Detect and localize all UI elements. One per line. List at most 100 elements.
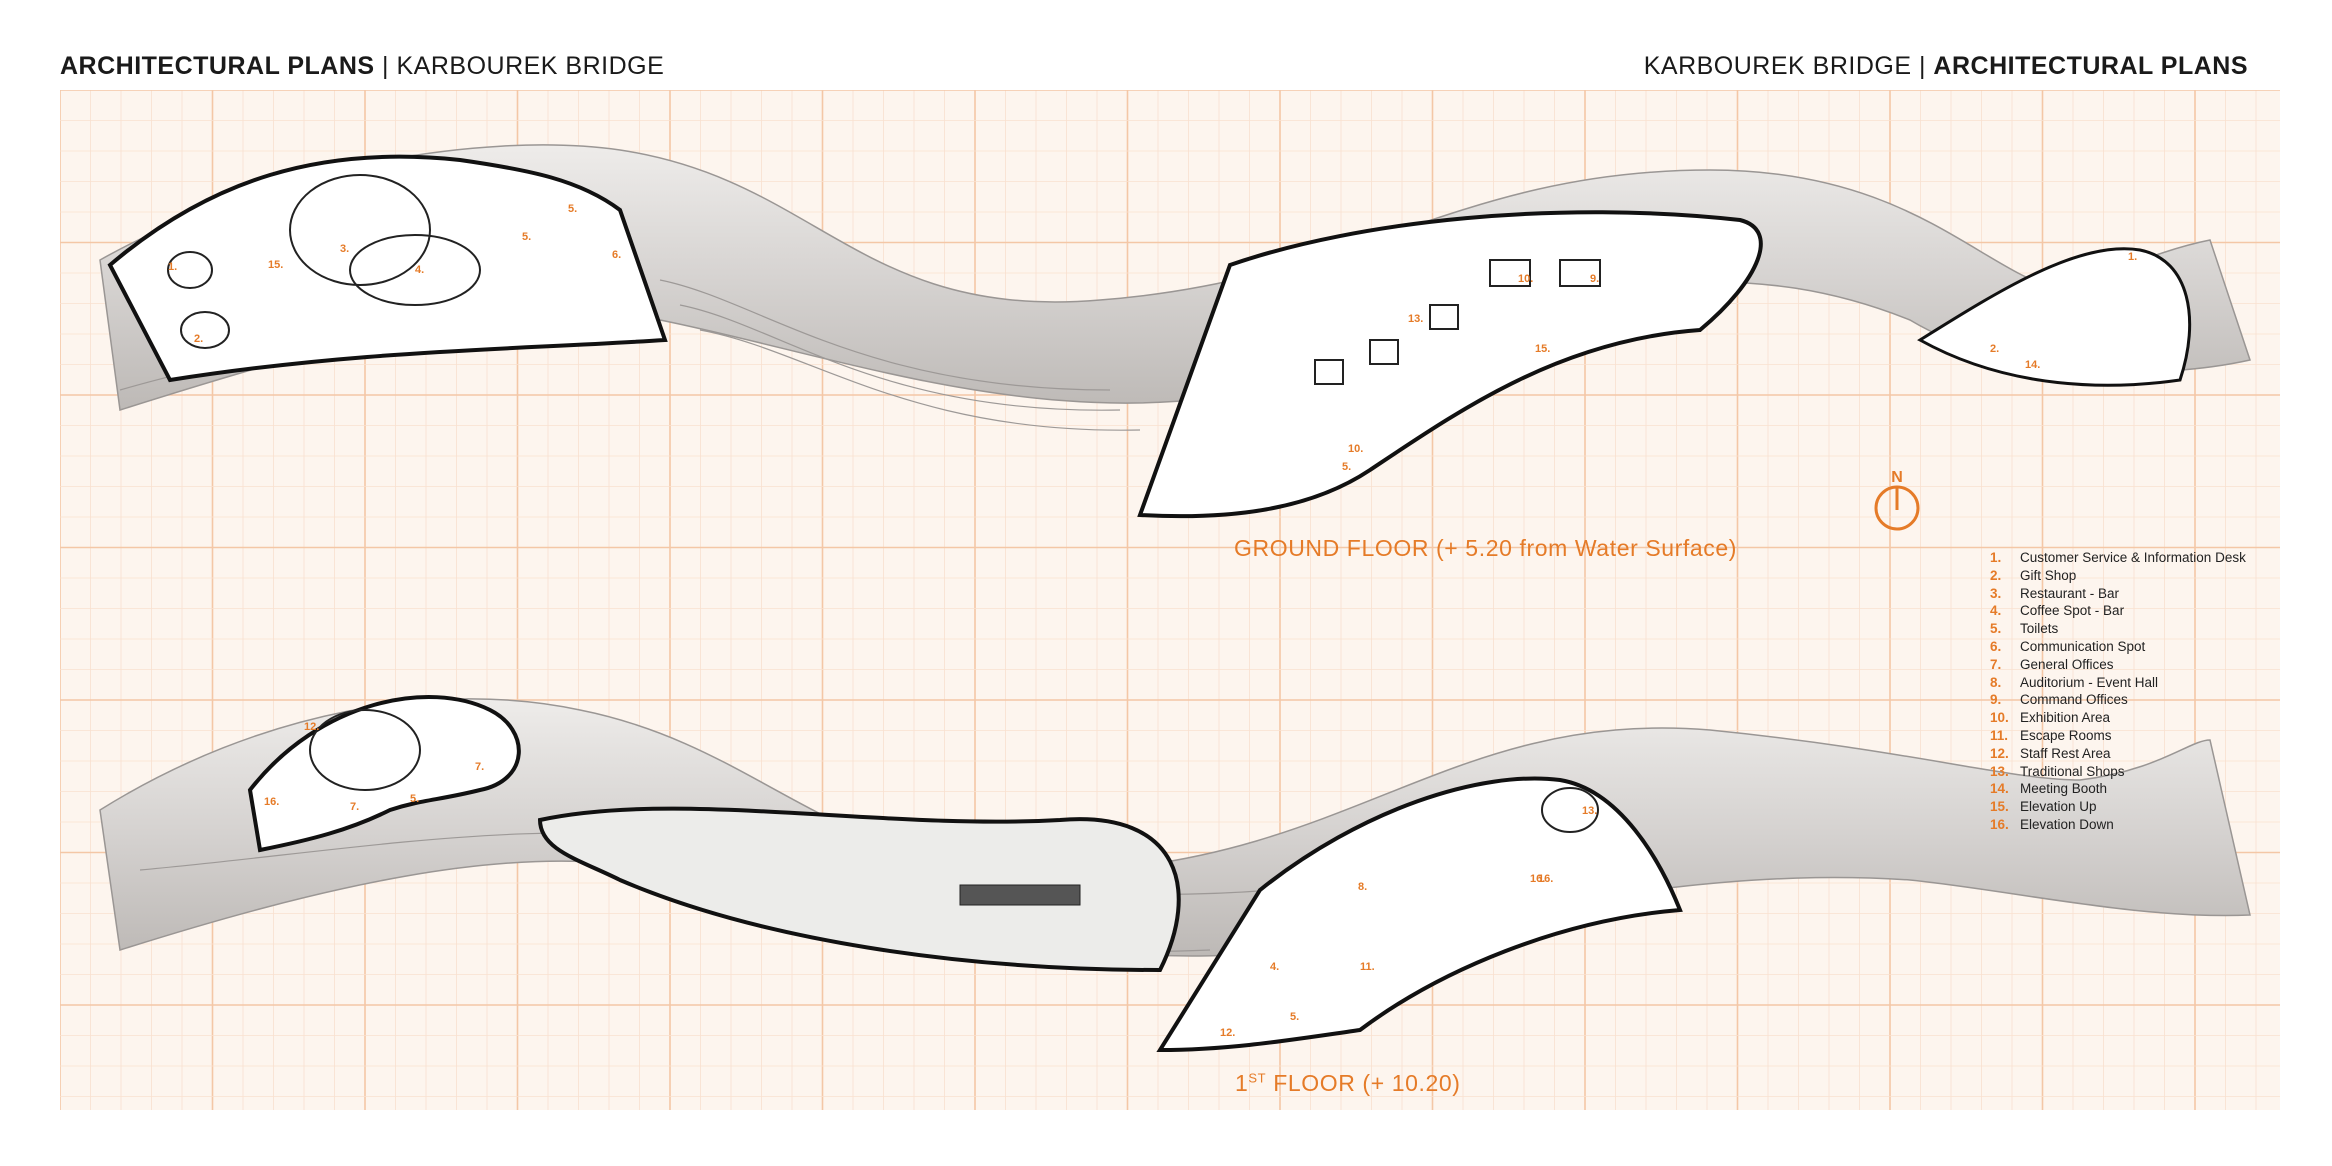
legend-label: Restaurant - Bar bbox=[2020, 585, 2120, 601]
north-arrow: N bbox=[1874, 469, 1920, 531]
ground-shop-box-2 bbox=[1369, 339, 1399, 365]
ground-exhibition-box bbox=[1489, 259, 1531, 287]
ground-shop-box-1 bbox=[1429, 304, 1459, 330]
ground-shop-pod bbox=[180, 311, 230, 349]
room-tag-ground: 10. bbox=[1348, 443, 1363, 455]
room-tag-ground: 14. bbox=[2025, 359, 2040, 371]
legend-item: 9. Command Offices bbox=[1990, 691, 2246, 709]
legend-label: Coffee Spot - Bar bbox=[2020, 603, 2125, 619]
legend-number: 6. bbox=[1990, 638, 2002, 654]
drawing-sheet: 1.15.2.3.4.5.5.6.10.9.13.15.5.10.1.2.14.… bbox=[60, 90, 2280, 1110]
room-tag-first: 12. bbox=[1220, 1027, 1235, 1039]
legend-label: Escape Rooms bbox=[2020, 727, 2112, 743]
first-floor-title-num: 1 bbox=[1235, 1070, 1249, 1096]
header-left: ARCHITECTURAL PLANS | KARBOUREK BRIDGE bbox=[60, 52, 664, 81]
room-tag-first: 7. bbox=[475, 761, 484, 773]
legend-item: 3.Restaurant - Bar bbox=[1990, 585, 2246, 603]
legend-item: 12. Staff Rest Area bbox=[1990, 745, 2246, 763]
room-tag-ground: 6. bbox=[612, 249, 621, 261]
ground-shop-box-3 bbox=[1314, 359, 1344, 385]
legend-number: 12. bbox=[1990, 745, 2009, 761]
legend-item: 16. Elevation Down bbox=[1990, 816, 2246, 834]
header-left-separator: | bbox=[382, 52, 390, 80]
legend-number: 7. bbox=[1990, 656, 2002, 672]
legend-label: Elevation Down bbox=[2020, 816, 2114, 832]
ground-desk-pod bbox=[167, 251, 213, 289]
legend-label: Gift Shop bbox=[2020, 567, 2077, 583]
legend-number: 15. bbox=[1990, 799, 2009, 815]
ground-floor-title: GROUND FLOOR (+ 5.20 from Water Surface) bbox=[1234, 535, 1738, 561]
room-tag-ground: 2. bbox=[194, 333, 203, 345]
first-west-deck bbox=[247, 695, 521, 853]
first-auditorium-seating bbox=[959, 884, 1081, 906]
legend-number: 9. bbox=[1990, 692, 2002, 708]
legend-item: 10. Exhibition Area bbox=[1990, 709, 2246, 727]
first-central-deck bbox=[537, 806, 1181, 973]
first-floor-title-sup: ST bbox=[1248, 1070, 1267, 1086]
legend-number: 14. bbox=[1990, 781, 2009, 797]
legend-label: Meeting Booth bbox=[2020, 781, 2108, 797]
legend-number: 4. bbox=[1990, 603, 2002, 619]
room-tag-first: 12. bbox=[304, 721, 319, 733]
room-tag-first: 4. bbox=[1270, 961, 1279, 973]
legend-item: 5. Toilets bbox=[1990, 620, 2246, 638]
room-tag-ground: 15. bbox=[1535, 343, 1550, 355]
legend-label: Communication Spot bbox=[2020, 638, 2146, 654]
room-tag-ground: 15. bbox=[268, 259, 283, 271]
ground-restaurant-pod bbox=[289, 174, 431, 286]
legend-number: 16. bbox=[1990, 816, 2009, 832]
room-tag-first: 16. bbox=[1538, 873, 1553, 885]
legend-number: 11. bbox=[1990, 727, 2009, 743]
header-right-separator: | bbox=[1918, 52, 1926, 80]
legend-item: 11. Escape Rooms bbox=[1990, 727, 2246, 745]
legend-number: 2. bbox=[1990, 567, 2002, 583]
room-tag-first: 5. bbox=[410, 793, 419, 805]
legend-item: 2. Gift Shop bbox=[1990, 567, 2246, 585]
room-tag-ground: 5. bbox=[1342, 461, 1351, 473]
legend-label: Traditional Shops bbox=[2020, 763, 2125, 779]
room-tag-ground: 4. bbox=[415, 264, 424, 276]
legend-number: 8. bbox=[1990, 674, 2002, 690]
legend-item: 4. Coffee Spot - Bar bbox=[1990, 602, 2246, 620]
room-tag-ground: 5. bbox=[522, 231, 531, 243]
room-tag-first: 16. bbox=[1530, 873, 1545, 885]
ground-bridge-ribs bbox=[119, 279, 1141, 431]
room-tag-first: 5. bbox=[1290, 1011, 1299, 1023]
first-shops-pod bbox=[1541, 787, 1599, 833]
header-right: KARBOUREK BRIDGE | ARCHITECTURAL PLANS bbox=[1644, 52, 2248, 81]
room-tag-ground: 2. bbox=[1990, 343, 1999, 355]
legend-label: Staff Rest Area bbox=[2020, 745, 2111, 761]
room-tag-ground: 10. bbox=[1518, 273, 1533, 285]
room-tag-ground: 1. bbox=[2128, 251, 2137, 263]
ground-far-east-deck bbox=[1917, 247, 2192, 387]
legend-number: 10. bbox=[1990, 710, 2009, 726]
room-tag-first: 7. bbox=[350, 801, 359, 813]
legend-label: Command Offices bbox=[2020, 692, 2128, 708]
first-auditorium-pod bbox=[309, 709, 421, 791]
room-tag-first: 16. bbox=[264, 796, 279, 808]
legend-label: Toilets bbox=[2020, 621, 2059, 637]
first-floor-plan bbox=[99, 695, 2251, 1053]
ground-coffee-pod bbox=[349, 234, 481, 306]
first-floor-title: 1ST FLOOR (+ 10.20) bbox=[1235, 1070, 1461, 1097]
legend-label: Elevation Up bbox=[2020, 799, 2097, 815]
room-tags: 1.15.2.3.4.5.5.6.10.9.13.15.5.10.1.2.14.… bbox=[168, 203, 2137, 1039]
legend-label: Exhibition Area bbox=[2020, 710, 2111, 726]
north-label: N bbox=[1891, 469, 1903, 486]
legend-item: 14. Meeting Booth bbox=[1990, 780, 2246, 798]
legend-label: General Offices bbox=[2020, 656, 2114, 672]
first-floor-title-rest: FLOOR (+ 10.20) bbox=[1266, 1070, 1461, 1096]
room-tag-first: 8. bbox=[1358, 881, 1367, 893]
room-tag-first: 11. bbox=[1360, 961, 1375, 973]
room-tag-ground: 13. bbox=[1408, 313, 1423, 325]
legend-item: 13.Traditional Shops bbox=[1990, 763, 2246, 781]
ground-west-deck bbox=[107, 154, 668, 383]
legend-number: 1. bbox=[1990, 550, 2002, 565]
legend-item: 1.Customer Service & Information Desk bbox=[1990, 549, 2246, 567]
legend-number: 5. bbox=[1990, 621, 2002, 637]
first-east-deck bbox=[1156, 776, 1683, 1053]
header-right-light: KARBOUREK BRIDGE bbox=[1643, 52, 1912, 80]
ground-floor-plan bbox=[99, 144, 2251, 519]
ground-command-office bbox=[1559, 259, 1601, 287]
